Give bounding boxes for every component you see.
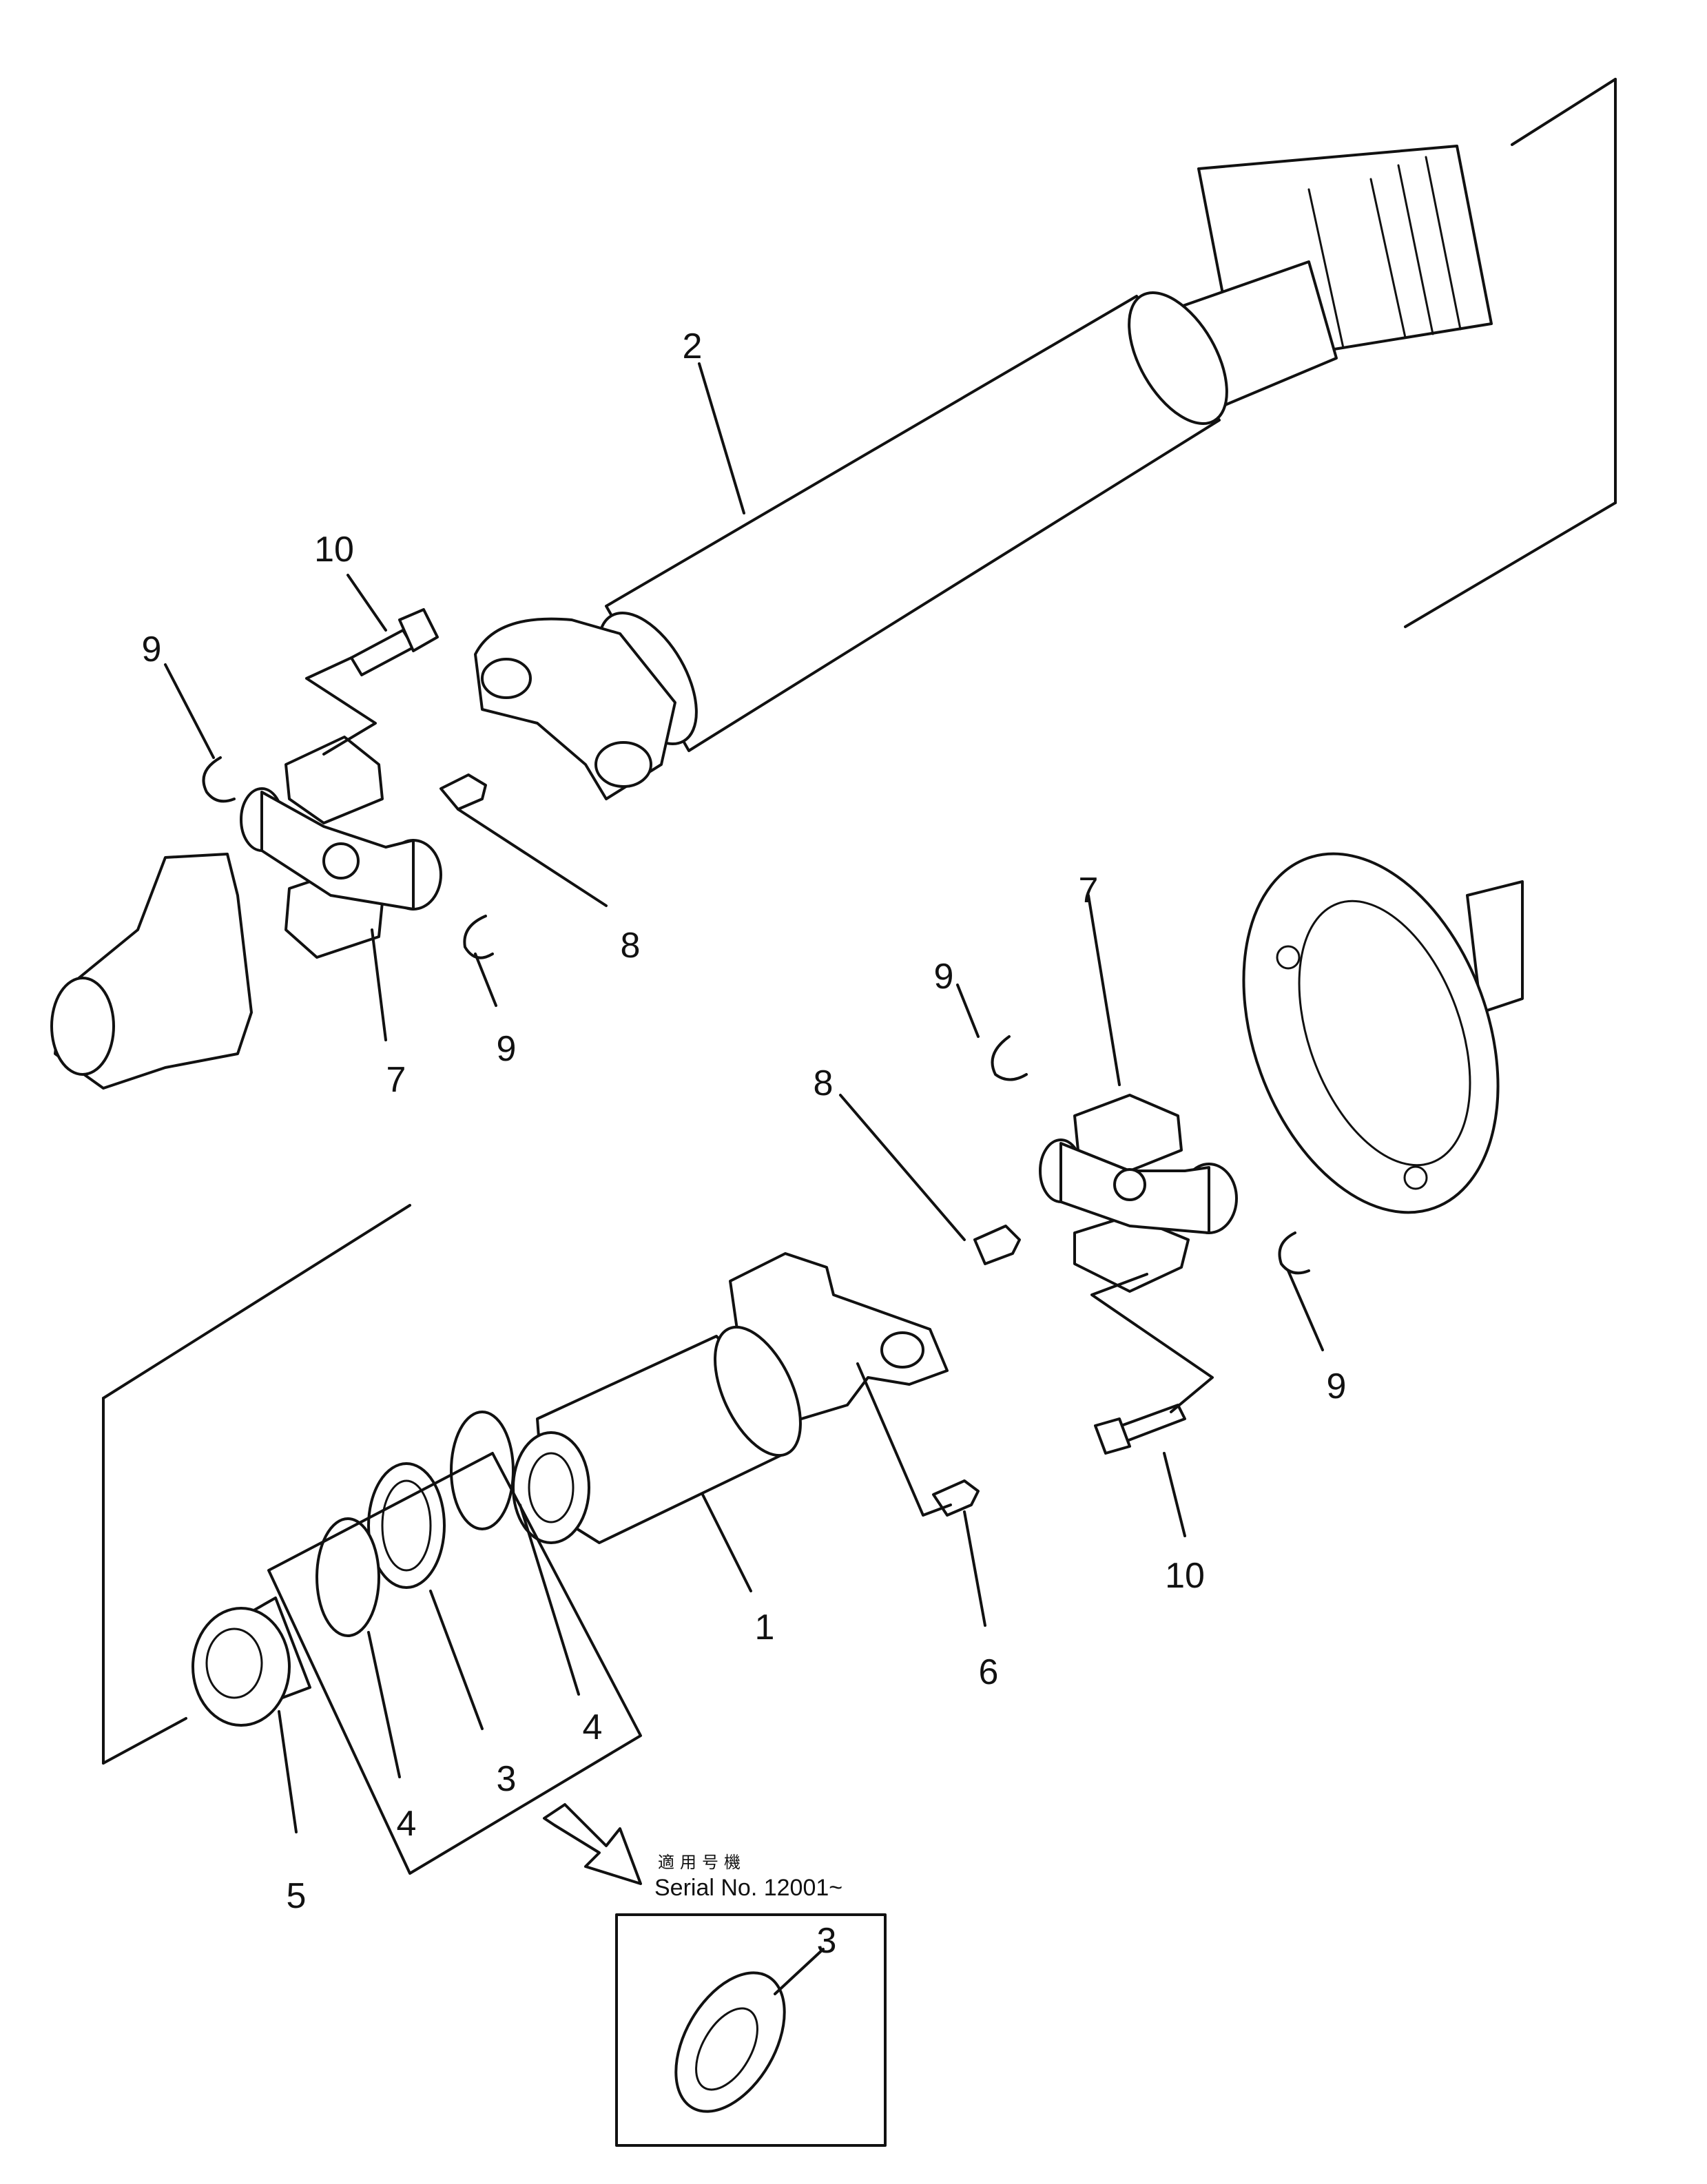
callout-1: 1: [755, 1608, 775, 1647]
bolt-part-10-lower: [1094, 1404, 1186, 1455]
callout-7-lower: 7: [1079, 871, 1099, 911]
callout-3-detail: 3: [817, 1921, 837, 1961]
callout-numbers: 2 10 9 8 9 7 7 9 8 9 10 1 6 4 3 4 5 3: [142, 326, 1347, 1961]
bearing-cup-part-5: [192, 1597, 311, 1727]
shim-part-4-right: [450, 1411, 515, 1530]
grease-fitting-part-8-upper: [439, 773, 487, 811]
shim-part-4-left: [315, 1517, 380, 1637]
callout-2: 2: [683, 326, 703, 366]
universal-joint-cross-part-7-lower: [1039, 1094, 1238, 1293]
universal-joint-cross-part-7-upper: [240, 736, 442, 959]
serial-detail-box: [615, 1913, 887, 2147]
callout-9-c: 9: [934, 957, 954, 997]
companion-yoke-left: [50, 853, 253, 1090]
callout-9-d: 9: [1327, 1366, 1347, 1406]
callout-4-right: 4: [583, 1707, 603, 1747]
callout-8-upper: 8: [621, 926, 641, 966]
callout-9-b: 9: [497, 1029, 517, 1069]
serial-number-label: Serial No. 12001~: [654, 1875, 842, 1901]
snap-ring-part-9-d: [1278, 1231, 1310, 1275]
snap-ring-part-9-c: [991, 1035, 1028, 1081]
slip-yoke-part-1: [512, 1252, 949, 1544]
drive-shaft-part-2: [474, 145, 1493, 800]
group-bracket: [267, 1452, 642, 1875]
callout-7-upper: 7: [386, 1060, 406, 1100]
snap-ring-part-9-a: [202, 756, 236, 803]
bolt-part-10-upper: [350, 608, 439, 676]
grease-fitting-part-8-lower: [973, 1225, 1021, 1265]
callout-5: 5: [287, 1876, 307, 1916]
callout-4-left: 4: [397, 1804, 417, 1844]
serial-japanese-label: 適用号機: [658, 1853, 746, 1872]
callout-8-lower: 8: [814, 1063, 834, 1103]
arrow-to-detail: [543, 1803, 642, 1885]
callout-9-a: 9: [142, 630, 162, 669]
callout-3-group: 3: [497, 1759, 517, 1799]
leader-lines: [102, 78, 1617, 1995]
callout-10-lower: 10: [1165, 1556, 1205, 1596]
callout-6: 6: [979, 1652, 999, 1692]
callout-10-upper: 10: [314, 530, 354, 570]
seal-part-3: [367, 1462, 446, 1589]
snap-ring-part-9-b: [463, 915, 494, 959]
output-flange: [1242, 852, 1524, 1214]
